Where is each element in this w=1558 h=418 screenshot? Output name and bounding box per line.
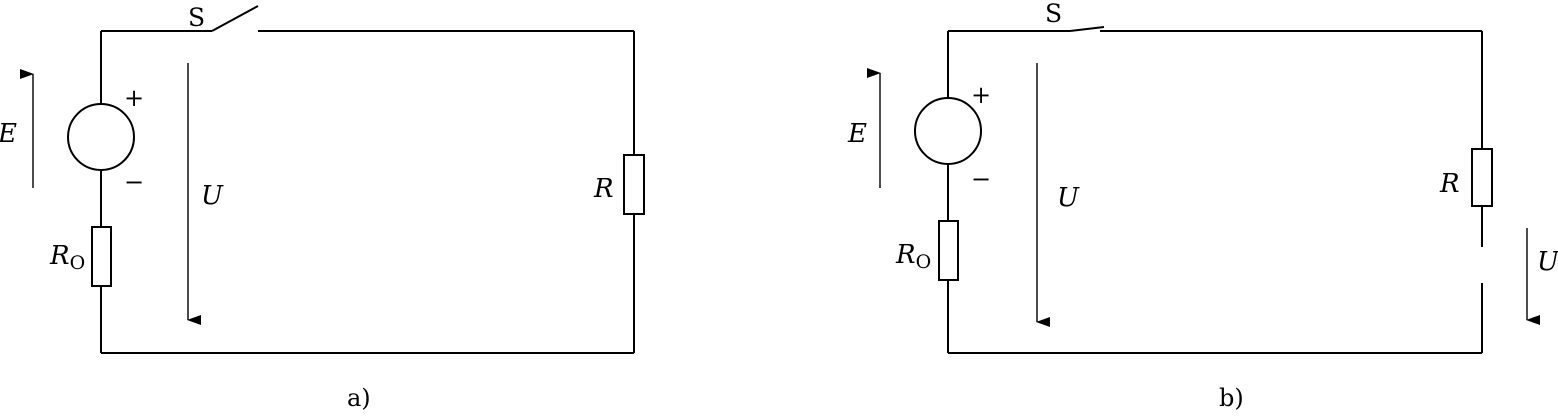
internal-resistor	[91, 226, 112, 287]
caption-a: a)	[347, 384, 371, 412]
switch-blade	[1069, 26, 1105, 32]
internal-resistor-subscript: O	[70, 252, 86, 274]
minus-sign: −	[971, 165, 991, 193]
diagram-b: S E + − U R U RO b)	[847, 0, 1558, 412]
switch-label: S	[188, 3, 205, 32]
load-resistor	[623, 154, 645, 215]
internal-resistor-letter: R	[49, 241, 70, 271]
load-label: R	[1439, 169, 1460, 199]
voltage-label: U	[201, 181, 224, 211]
switch-label: S	[1045, 0, 1062, 28]
load-resistor	[1471, 148, 1493, 207]
diagram-a: S E + − U R RO a)	[0, 3, 645, 412]
emf-label: E	[847, 119, 867, 149]
load-label: R	[593, 174, 614, 204]
plus-sign: +	[971, 81, 991, 109]
internal-resistor-label: RO	[49, 241, 85, 274]
emf-label: E	[0, 119, 17, 149]
internal-resistor-label: RO	[895, 240, 931, 273]
plus-sign: +	[124, 84, 144, 112]
voltage-label-gap: U	[1537, 247, 1558, 277]
voltage-source	[914, 97, 982, 165]
caption-b: b)	[1219, 384, 1244, 412]
voltage-source	[67, 103, 135, 171]
internal-resistor-subscript: O	[916, 251, 932, 273]
switch-blade	[211, 5, 259, 32]
minus-sign: −	[124, 168, 144, 196]
internal-resistor-letter: R	[895, 240, 916, 270]
voltage-label-main: U	[1057, 183, 1080, 213]
internal-resistor	[938, 220, 959, 281]
